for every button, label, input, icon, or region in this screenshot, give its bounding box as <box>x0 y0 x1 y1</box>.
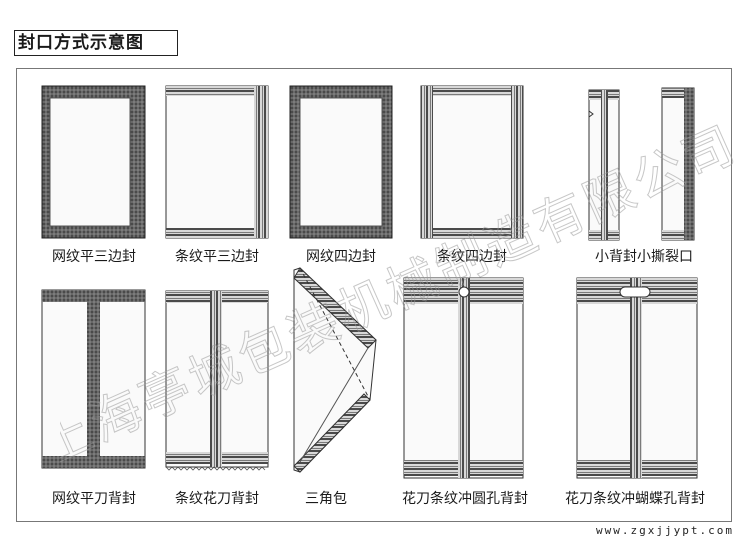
triangle-bag <box>293 267 377 473</box>
mesh-flat-knife-back-bag <box>41 289 146 469</box>
label-round-hole-back: 花刀条纹冲圆孔背封 <box>402 491 528 507</box>
butterfly-hole-back-seal-bag <box>576 277 698 479</box>
stripe-flower-knife-back-bag <box>165 290 269 471</box>
mesh-three-side-bag <box>41 85 146 239</box>
label-stripe-three-side: 条纹平三边封 <box>175 249 259 265</box>
small-back-seal-bags <box>588 87 695 241</box>
website-url: www.zgxjjypt.com <box>596 524 734 537</box>
mesh-four-side-bag <box>289 85 393 239</box>
round-hole-back-seal-bag <box>403 277 524 479</box>
label-mesh-four-side: 网纹四边封 <box>306 249 376 265</box>
label-butterfly-hole-back: 花刀条纹冲蝴蝶孔背封 <box>565 491 705 507</box>
stripe-four-side-bag <box>420 85 524 239</box>
label-stripe-four-side: 条纹四边封 <box>437 249 507 265</box>
diagram-title: 封口方式示意图 <box>14 30 178 56</box>
label-triangle-bag: 三角包 <box>305 491 347 507</box>
label-stripe-flower-knife-back: 条纹花刀背封 <box>175 491 259 507</box>
label-small-back-tear: 小背封小撕裂口 <box>595 249 693 265</box>
stripe-three-side-bag <box>165 85 269 239</box>
label-mesh-three-side: 网纹平三边封 <box>52 249 136 265</box>
label-mesh-flat-knife-back: 网纹平刀背封 <box>52 491 136 507</box>
